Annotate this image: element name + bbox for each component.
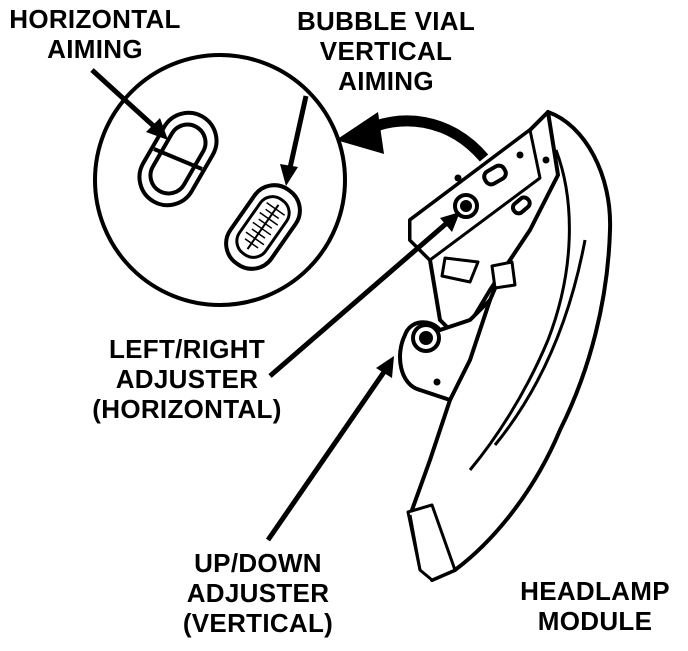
horizontal-aiming-indicator <box>137 110 219 208</box>
horizontal-aiming-label: HORIZONTAL AIMING <box>9 4 181 64</box>
left-right-adjuster-label: LEFT/RIGHT ADJUSTER (HORIZONTAL) <box>92 334 282 424</box>
headlamp-module-illustration <box>398 110 613 582</box>
left-right-adjuster-screw <box>453 193 479 219</box>
up-down-adjuster-label: UP/DOWN ADJUSTER (VERTICAL) <box>182 548 334 638</box>
detail-callout-arrow <box>336 112 489 162</box>
leader-arrows <box>90 68 460 542</box>
bubble-vial-vertical-aiming-label: BUBBLE VIAL VERTICAL AIMING <box>296 6 476 96</box>
up-down-adjuster-screw <box>411 323 441 353</box>
detail-magnifier-circle <box>93 53 347 307</box>
bubble-vial-indicator <box>224 183 302 271</box>
headlamp-module-label: HEADLAMP MODULE <box>520 576 670 636</box>
